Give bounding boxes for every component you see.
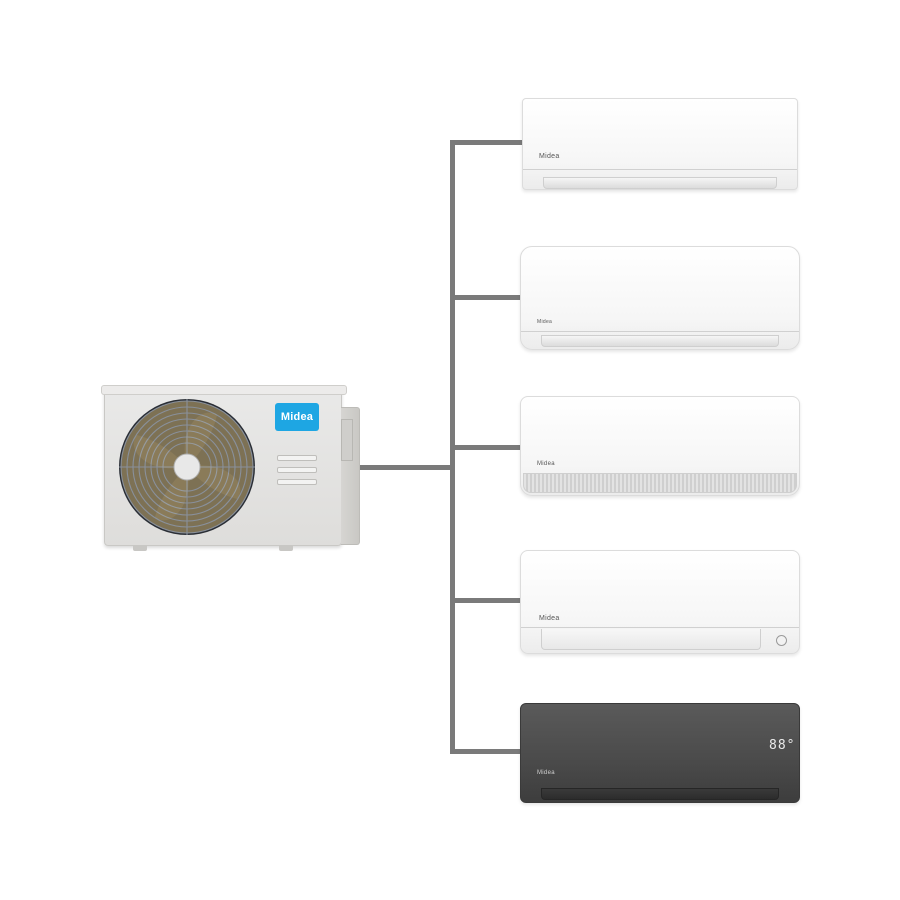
vent-slot-2 xyxy=(277,467,317,473)
indoor-unit-3-brand: Midea xyxy=(537,461,555,467)
indoor-unit-4-brand: Midea xyxy=(539,615,560,622)
indoor-unit-1-panel-line xyxy=(523,169,797,170)
fan-grille-icon xyxy=(119,399,255,535)
indoor-unit-5-display: 88° xyxy=(769,738,796,753)
indoor-unit-2-brand: Midea xyxy=(537,319,553,325)
indoor-unit-4-sensor-icon xyxy=(776,635,787,646)
outdoor-unit-top xyxy=(101,385,347,395)
indoor-unit-1: Midea xyxy=(522,98,798,190)
indoor-unit-3-grille xyxy=(523,473,797,493)
indoor-unit-2-louver xyxy=(541,335,779,347)
indoor-unit-3: Midea xyxy=(520,396,800,496)
brand-logo: Midea xyxy=(275,403,319,431)
outdoor-unit-foot-left xyxy=(133,545,147,551)
pipe-branch-1 xyxy=(450,140,522,145)
indoor-unit-2-panel-line xyxy=(521,331,799,332)
pipe-branch-5 xyxy=(450,749,522,754)
pipe-branch-2 xyxy=(450,295,522,300)
indoor-unit-4: Midea xyxy=(520,550,800,654)
pipe-branch-3 xyxy=(450,445,522,450)
indoor-unit-2: Midea xyxy=(520,246,800,350)
vent-slot-3 xyxy=(277,479,317,485)
outdoor-unit-valve-cover xyxy=(341,419,353,461)
outdoor-unit: Midea xyxy=(101,385,360,551)
indoor-unit-1-louver xyxy=(543,177,777,189)
indoor-unit-1-brand: Midea xyxy=(539,153,560,160)
pipe-branch-4 xyxy=(450,598,522,603)
indoor-unit-5-brand: Midea xyxy=(537,770,555,776)
outdoor-unit-foot-right xyxy=(279,545,293,551)
vent-slot-1 xyxy=(277,455,317,461)
indoor-unit-5: 88° Midea xyxy=(520,703,800,803)
pipe-main-horizontal xyxy=(356,465,454,470)
indoor-unit-4-panel-line xyxy=(521,627,799,628)
indoor-unit-4-lower-panel xyxy=(541,629,761,650)
indoor-unit-5-louver xyxy=(541,788,779,800)
